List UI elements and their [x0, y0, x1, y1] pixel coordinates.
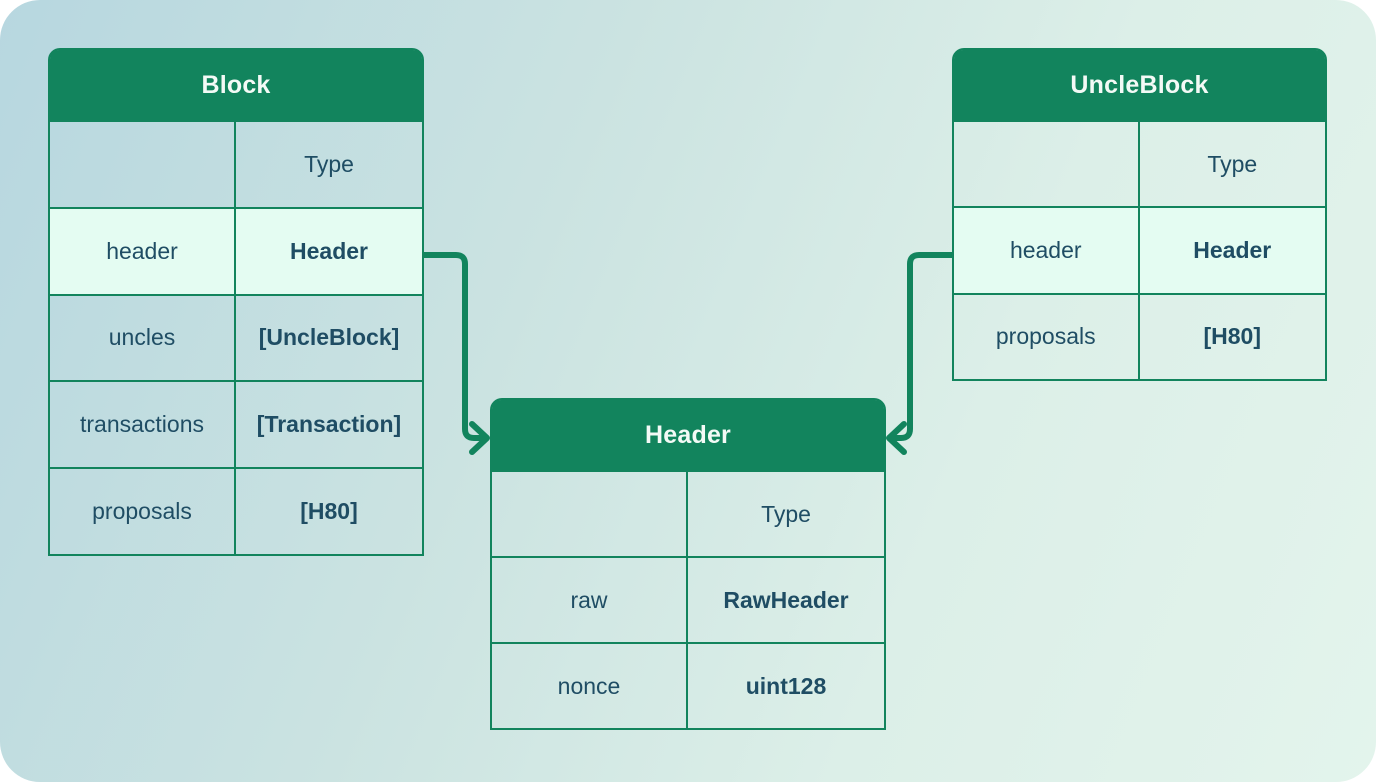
field-name-cell: header: [50, 206, 236, 294]
field-name-cell: header: [954, 206, 1140, 293]
field-name-cell: nonce: [492, 642, 688, 728]
corner-cell: [492, 470, 688, 556]
table-block-grid: Type header Header uncles [UncleBlock] t…: [50, 120, 422, 554]
arrowhead-left-icon: [886, 421, 907, 455]
table-uncleblock-title: UncleBlock: [954, 50, 1325, 120]
arrowhead-right-icon: [469, 421, 490, 455]
field-type-cell: RawHeader: [688, 556, 884, 642]
table-block-title: Block: [50, 50, 422, 120]
table-block: Block Type header Header uncles [UncleBl…: [48, 48, 424, 556]
table-uncleblock-grid: Type header Header proposals [H80]: [954, 120, 1325, 379]
field-type-cell: uint128: [688, 642, 884, 728]
field-type-cell: Header: [1139, 206, 1325, 293]
connector-uncleblock-header-to-header-table: [888, 252, 955, 441]
table-header-title: Header: [492, 400, 884, 470]
field-type-cell: [H80]: [1139, 292, 1325, 379]
field-name-cell: uncles: [50, 293, 236, 381]
field-type-cell: [H80]: [236, 467, 422, 554]
table-header-grid: Type raw RawHeader nonce uint128: [492, 470, 884, 728]
corner-cell: [954, 120, 1140, 207]
table-header: Header Type raw RawHeader nonce uint128: [490, 398, 886, 730]
type-column-header: Type: [688, 470, 884, 556]
type-column-header: Type: [1139, 120, 1325, 206]
type-column-header: Type: [236, 120, 422, 207]
corner-cell: [50, 120, 236, 207]
field-type-cell: Header: [236, 206, 422, 294]
field-name-cell: proposals: [954, 292, 1140, 379]
connector-block-header-to-header-table: [421, 252, 488, 441]
field-type-cell: [Transaction]: [236, 380, 422, 467]
field-type-cell: [UncleBlock]: [236, 293, 422, 381]
table-uncleblock: UncleBlock Type header Header proposals …: [952, 48, 1327, 381]
field-name-cell: proposals: [50, 467, 236, 554]
field-name-cell: raw: [492, 556, 688, 642]
field-name-cell: transactions: [50, 380, 236, 468]
